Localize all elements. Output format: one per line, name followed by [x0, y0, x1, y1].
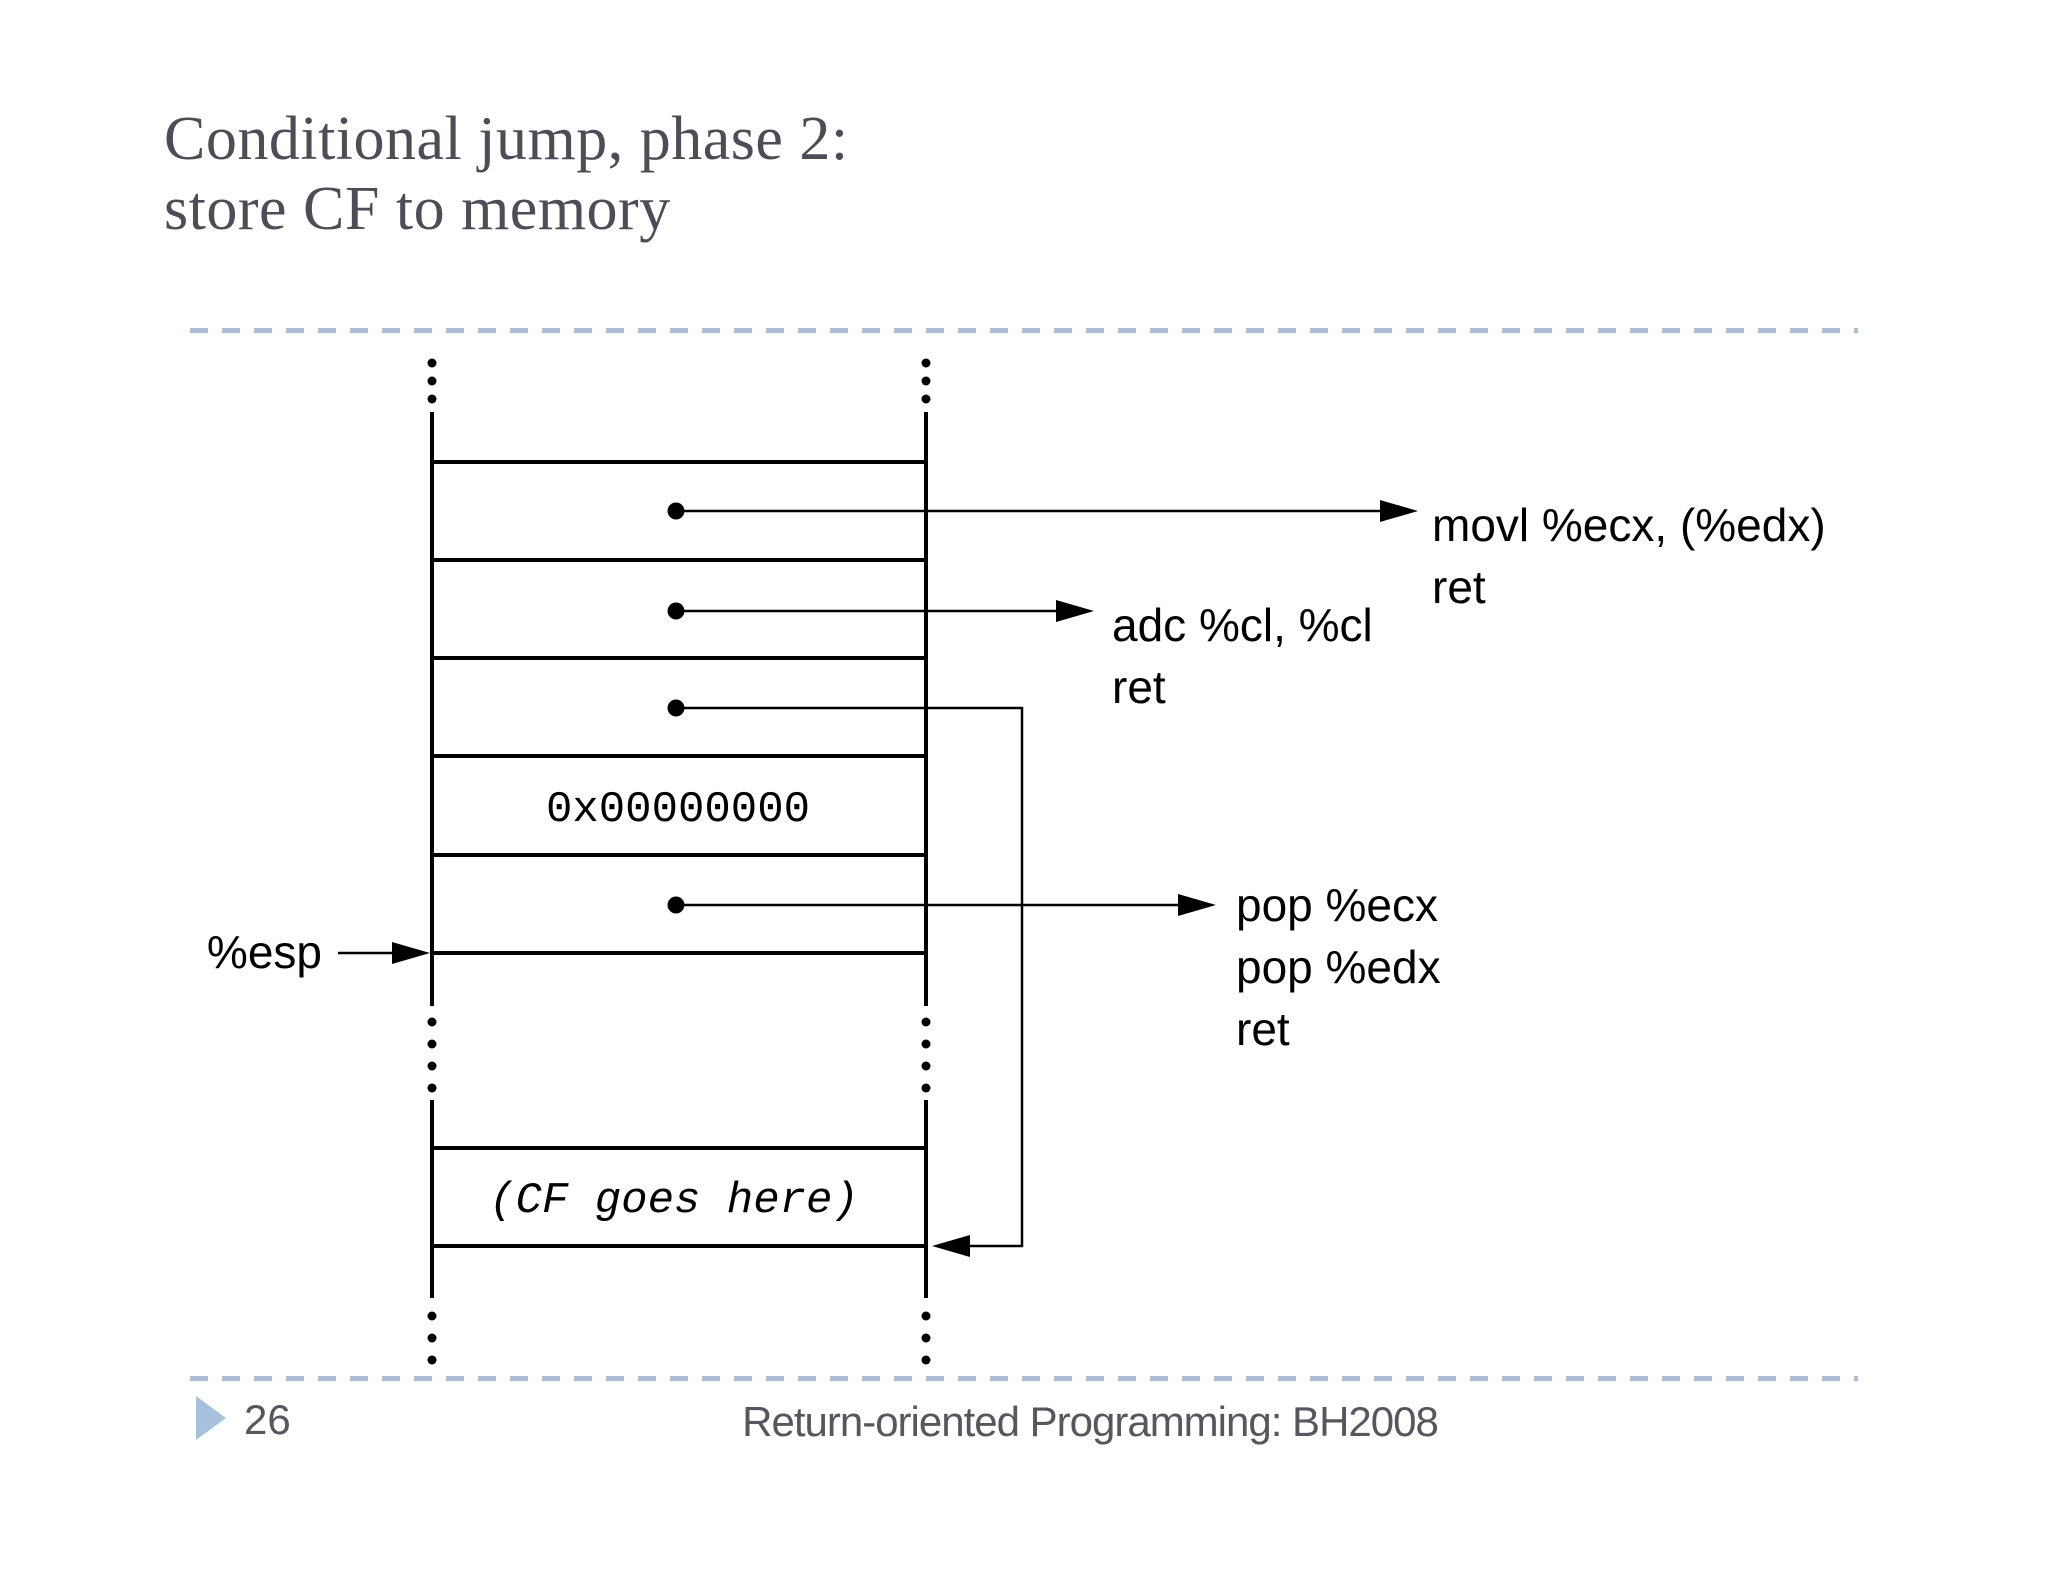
cf-cell-label: (CF goes here): [489, 1176, 859, 1226]
footer-divider-dashed: [190, 1376, 1858, 1381]
arrow-to-cf-cell: [684, 706, 1024, 1257]
stack-continuation-dots-middle: [427, 1017, 931, 1093]
cell-pointer-dots: [667, 502, 685, 914]
esp-label: %esp: [207, 926, 322, 978]
slide-title-line1: Conditional jump, phase 2:: [164, 105, 849, 173]
arrowhead-left-icon: [932, 1235, 970, 1257]
gadget-pop-line1: pop %ecx: [1236, 879, 1438, 931]
cf-cell-lines: [430, 1146, 928, 1248]
gadget-adc-line1: adc %cl, %cl: [1112, 599, 1373, 651]
stack-continuation-dots-top: [427, 358, 931, 404]
gadget-movl-line1: movl %ecx, (%edx): [1432, 499, 1826, 551]
stack-continuation-dots-bottom: [427, 1311, 931, 1365]
esp-pointer-arrow: [338, 942, 430, 964]
footer-bullet-triangle-icon: [196, 1396, 226, 1440]
slide-title: Conditional jump, phase 2: store CF to m…: [164, 104, 1664, 244]
gadget-pop-line3: ret: [1236, 1003, 1290, 1055]
arrow-to-pop-gadget: [684, 894, 1216, 916]
slide-title-line2: store CF to memory: [164, 175, 671, 243]
gadget-adc-line2: ret: [1112, 661, 1166, 713]
title-divider-dashed: [190, 328, 1858, 333]
gadget-pop-line2: pop %edx: [1236, 941, 1441, 993]
arrowhead-right-icon: [1380, 500, 1418, 522]
arrowhead-right-icon: [1178, 894, 1216, 916]
gadget-movl-line2: ret: [1432, 561, 1486, 613]
stack-null-value: 0x00000000: [546, 785, 810, 835]
arrowhead-right-icon: [1056, 600, 1094, 622]
page-number: 26: [244, 1396, 291, 1443]
arrow-to-adc-gadget: [684, 600, 1094, 622]
footer-title: Return-oriented Programming: BH2008: [742, 1398, 1439, 1445]
arrow-to-movl-gadget: [684, 500, 1418, 522]
arrowhead-right-icon: [392, 942, 430, 964]
stack-cell-lines: [430, 460, 928, 955]
